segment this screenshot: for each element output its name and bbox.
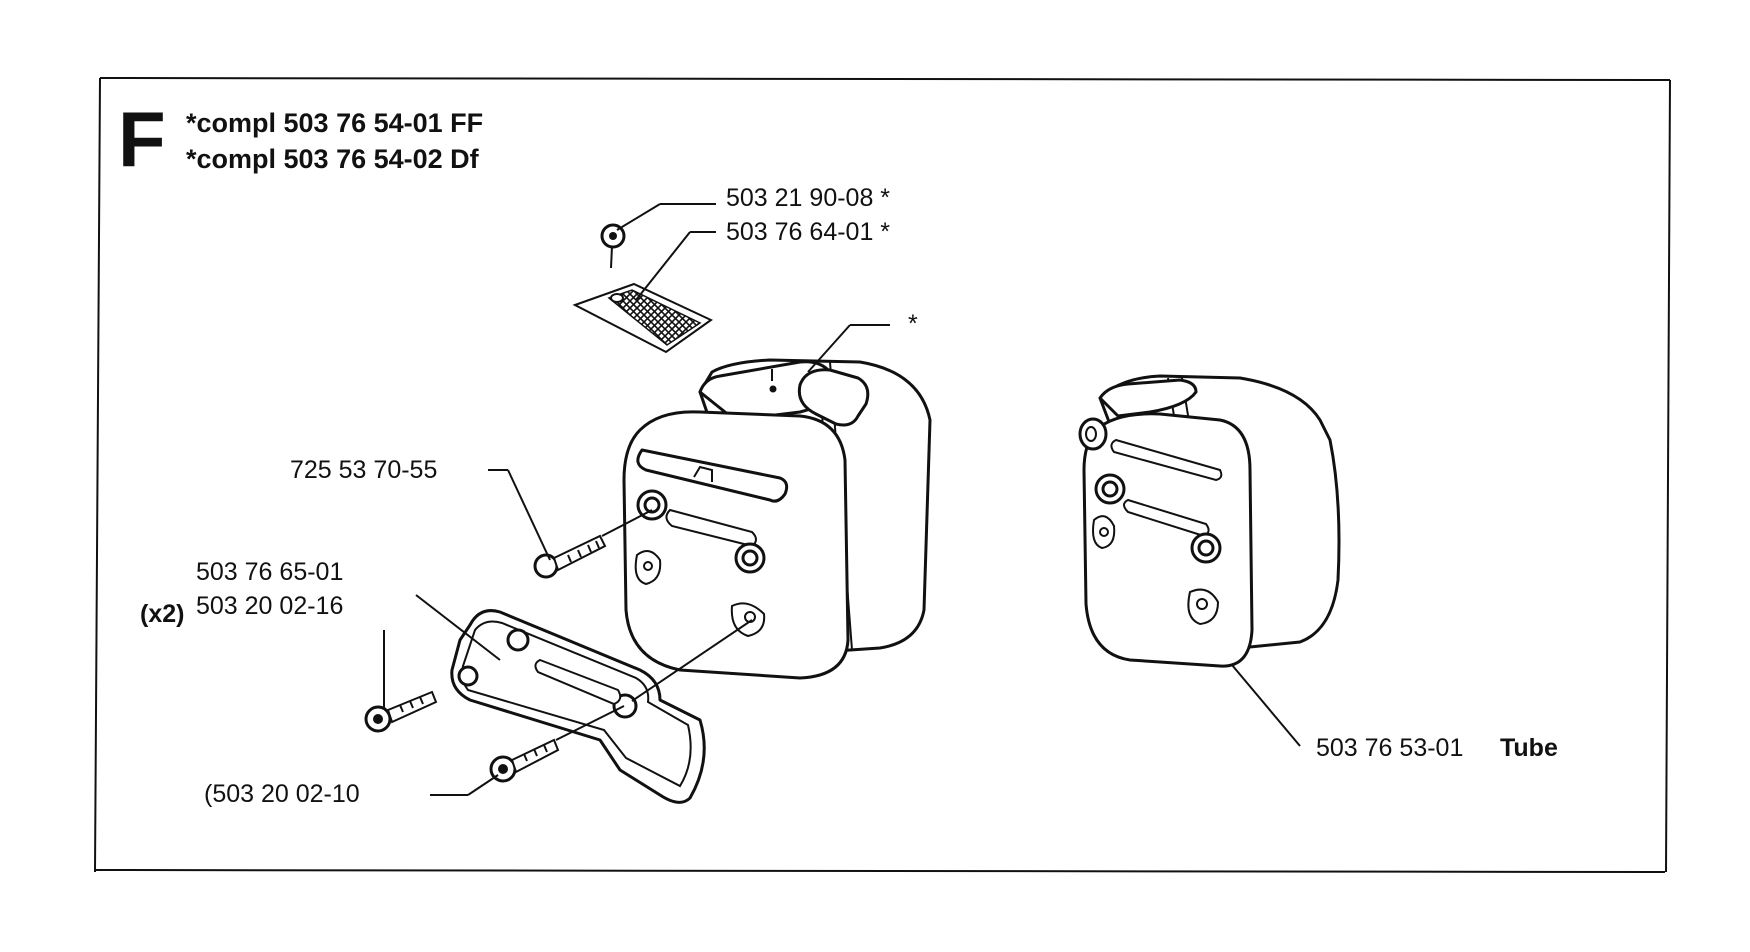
- label-screw-top: 503 21 90-08 *: [726, 184, 890, 212]
- label-gasket: 503 76 65-01: [196, 558, 343, 586]
- header-line-2: *compl 503 76 54-02 Df: [186, 144, 480, 174]
- label-cap: *: [908, 310, 918, 338]
- label-bolt-side: 725 53 70-55: [290, 456, 437, 484]
- label-qty-x2: (x2): [140, 600, 184, 628]
- bolt-icon: [533, 534, 607, 579]
- leader-lines: [383, 203, 1301, 796]
- muffler-icon: [1078, 374, 1341, 668]
- label-screen: 503 76 64-01 *: [726, 218, 890, 246]
- screw-icon: [600, 223, 626, 269]
- section-letter: F: [118, 95, 166, 183]
- muffler-icon: [622, 358, 932, 680]
- diagram-frame: [94, 77, 1671, 873]
- label-tube-word: Tube: [1500, 734, 1558, 762]
- label-bolt-pair: 503 20 02-16: [196, 592, 343, 620]
- bolt-icon: [364, 690, 438, 733]
- bracket-icon: [450, 609, 706, 804]
- header-line-1: *compl 503 76 54-01 FF: [186, 108, 483, 138]
- label-bolt-bottom: (503 20 02-10: [204, 780, 360, 808]
- bolt-icon: [489, 738, 560, 783]
- spark-screen-icon: [572, 282, 713, 354]
- label-tube-number: 503 76 53-01: [1316, 734, 1463, 762]
